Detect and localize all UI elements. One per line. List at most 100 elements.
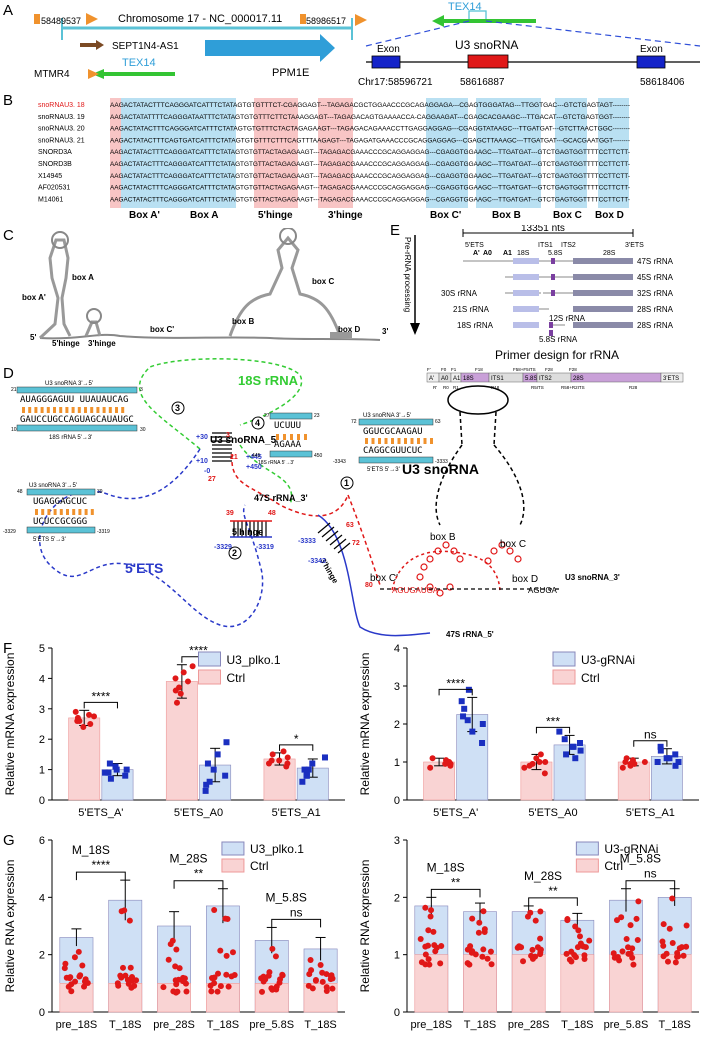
group-label: M_28S	[169, 852, 207, 866]
rrna-right-label: 28S rRNA	[637, 321, 674, 330]
data-point	[72, 708, 79, 715]
y-tick-label: 0	[39, 1007, 45, 1019]
data-point	[526, 762, 533, 769]
significance-label: **	[194, 867, 204, 881]
num-s63: 63	[346, 522, 354, 529]
processing-arrow-label: Pre-rRNA processing	[403, 237, 412, 312]
legend-swatch	[198, 669, 221, 685]
base-pair-dot	[22, 407, 25, 413]
primer-seg-label: 5.8S	[525, 376, 537, 382]
data-point	[173, 946, 180, 953]
num-p10: +10	[196, 458, 208, 465]
seg-a1: A1	[503, 250, 512, 257]
primer-bottom-label: R0	[443, 385, 449, 390]
data-point	[223, 971, 230, 978]
significance-bracket	[535, 726, 571, 734]
d-5ets-label: 5'ETS	[125, 560, 163, 576]
data-point	[105, 769, 112, 776]
box-a-prime-label: Box A'	[129, 210, 160, 221]
base-pair-dot	[371, 438, 375, 444]
significance-bracket	[279, 744, 314, 751]
data-point	[301, 766, 308, 773]
svg-text:3: 3	[140, 387, 143, 393]
data-point	[537, 951, 544, 958]
tex14-top-arrow	[432, 15, 444, 27]
alignment-row-seq: AAGACTATACTTTCAGGGATCATTTCTATAGTGTGTTACT…	[110, 161, 630, 168]
svg-text:5'ETS 5'→3': 5'ETS 5'→3'	[367, 467, 400, 473]
primer-bottom-label: R58+R2ITS	[561, 385, 585, 390]
data-point	[469, 948, 476, 955]
data-point	[627, 760, 634, 767]
data-point	[217, 983, 224, 990]
svg-text:AGUGA: AGUGA	[528, 586, 558, 595]
data-point	[487, 948, 494, 955]
base-pair-dot	[365, 438, 368, 444]
orange-arrow-right	[355, 14, 367, 26]
data-point	[633, 915, 640, 922]
data-point	[618, 914, 625, 921]
data-point	[309, 760, 316, 767]
data-point	[577, 747, 584, 754]
d-box-c-prime-label: box C'	[370, 573, 398, 584]
data-point	[561, 736, 568, 743]
d-u3-label: U3 snoRNA	[402, 461, 479, 477]
c-box-d: box D	[338, 325, 360, 334]
seg-5ets: 5'ETS	[465, 242, 484, 249]
svg-text:-3329: -3329	[3, 529, 16, 535]
data-point	[118, 974, 125, 981]
data-point	[214, 988, 221, 995]
data-point	[672, 959, 679, 966]
y-tick-label: 2	[394, 719, 400, 731]
c-end5: 5'	[30, 333, 36, 342]
box-d-label: Box D	[595, 210, 624, 221]
svg-text:18S rRNA 5'→3': 18S rRNA 5'→3'	[49, 435, 92, 441]
c-hinge3: 3'hinge	[88, 339, 116, 348]
data-point	[488, 961, 495, 968]
legend-swatch	[221, 858, 245, 873]
circle-3: 3	[175, 403, 180, 413]
seg-58s: 5.8S	[548, 250, 563, 257]
data-point	[323, 984, 330, 991]
svg-text:27: 27	[264, 413, 270, 419]
pos-left-label: 58489537	[41, 16, 81, 26]
data-point	[82, 976, 89, 983]
primer-seg-label: 3'ETS	[663, 376, 679, 382]
data-point	[180, 669, 187, 676]
alignment-row-seq: AAGACTATACTTTCAGTGATCATTTCTATAGTGTGTTTCT…	[110, 137, 630, 144]
primer-bottom-label: R18	[491, 385, 500, 390]
num-m3333: -3333	[298, 538, 316, 545]
data-point	[660, 942, 667, 949]
primer-bottom-label: R5ITS	[531, 385, 544, 390]
base-pair-dot	[47, 509, 51, 515]
data-point	[437, 960, 444, 967]
base-pair-dot	[84, 407, 87, 413]
primer-bottom-label: R'	[433, 385, 437, 390]
panel-d-interaction-diagram: AGUGAUGA AGUGA 18S rRNA U3 snoRNA 5'ETS …	[3, 358, 620, 639]
x-tick-label: 5'ETS_A0	[174, 807, 223, 819]
data-point	[269, 751, 276, 758]
data-point	[672, 751, 679, 758]
primer-top-label: F'	[427, 367, 431, 372]
legend-swatch	[575, 841, 599, 856]
panel-c-secondary-structure: box A box A' 5'hinge 3'hinge box C' box …	[22, 228, 388, 348]
d-box-d-label: box D	[512, 574, 538, 585]
data-point	[211, 980, 218, 987]
significance-label: **	[548, 884, 558, 898]
significance-bracket	[173, 880, 224, 889]
legend-label: Ctrl	[604, 859, 623, 873]
data-point	[273, 986, 280, 993]
significance-label: ****	[446, 676, 465, 690]
seg-its1: ITS1	[538, 242, 553, 249]
data-point	[676, 945, 683, 952]
significance-bracket	[528, 897, 578, 906]
svg-text:U3 snoRNA 3'→5': U3 snoRNA 3'→5'	[29, 483, 77, 489]
data-point	[581, 952, 588, 959]
seg-its2: ITS2	[561, 242, 576, 249]
data-point	[438, 942, 445, 949]
data-point	[469, 915, 476, 922]
data-point	[321, 754, 328, 761]
y-tick-label: 2	[39, 734, 45, 746]
data-point	[307, 957, 314, 964]
data-point	[518, 944, 525, 951]
primer-top-label: F18	[475, 367, 483, 372]
